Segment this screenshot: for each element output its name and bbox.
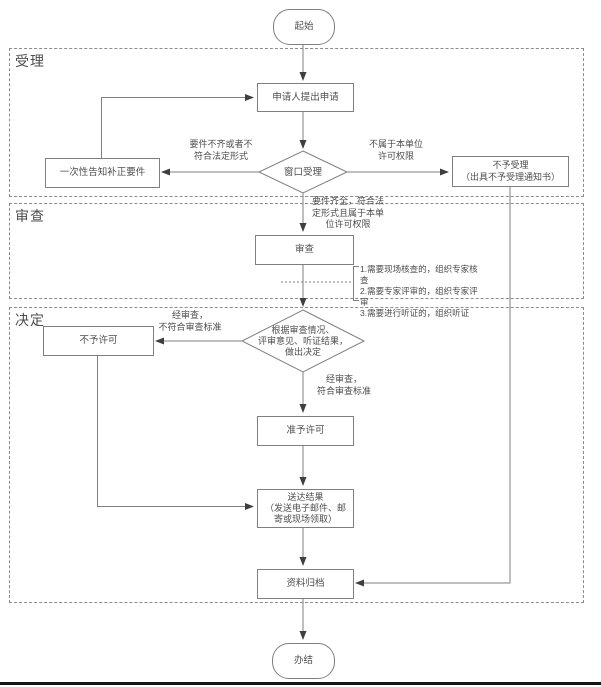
edge-label-no-authority: 不属于本单位 许可权限 (368, 139, 423, 161)
note-bracket (353, 266, 359, 301)
edge-deny-to-deliver (97, 354, 254, 510)
section-review: 审查 (9, 203, 584, 299)
end-node: 办结 (272, 643, 335, 679)
node-deliver: 送达结果 （发送电子邮件、邮 寄或现场领取） (257, 489, 354, 528)
node-review: 审查 (255, 235, 354, 265)
edge-label-fail: 经审查， 不符合审查标准 (158, 310, 222, 332)
decision-final-diamond (240, 309, 366, 373)
node-notify: 一次性告知补正要件 (45, 158, 160, 188)
section-decide-label: 决定 (15, 312, 45, 328)
section-decide: 决定 (9, 307, 584, 603)
start-node: 起始 (273, 9, 335, 45)
node-archive: 资料归档 (257, 569, 354, 599)
edge-reject-to-archive (355, 185, 511, 587)
edge-label-qualified: 要件齐全，符合法 定形式且属于本单 位许可权限 (311, 196, 384, 229)
edge-label-pass: 经审查， 符合审查标准 (316, 374, 371, 396)
node-reject: 不予受理 （出具不予受理通知书） (452, 156, 569, 187)
review-note: 1.需要现场核查的，组织专家核查 2.需要专家评审的，组织专家评审 3.需要进行… (360, 264, 478, 318)
bottom-divider-bar (0, 682, 601, 685)
edge-label-incomplete: 要件不齐或者不 符合法定形式 (189, 139, 253, 161)
node-deny: 不予许可 (43, 326, 154, 356)
section-accept: 受理 (9, 48, 584, 197)
decision-window-diamond (257, 150, 349, 194)
section-review-label: 审查 (15, 208, 45, 224)
node-apply: 申请人提出申请 (257, 83, 354, 112)
node-grant: 准予许可 (257, 416, 354, 446)
edge-notify-to-apply (101, 94, 254, 158)
section-accept-label: 受理 (15, 53, 45, 69)
